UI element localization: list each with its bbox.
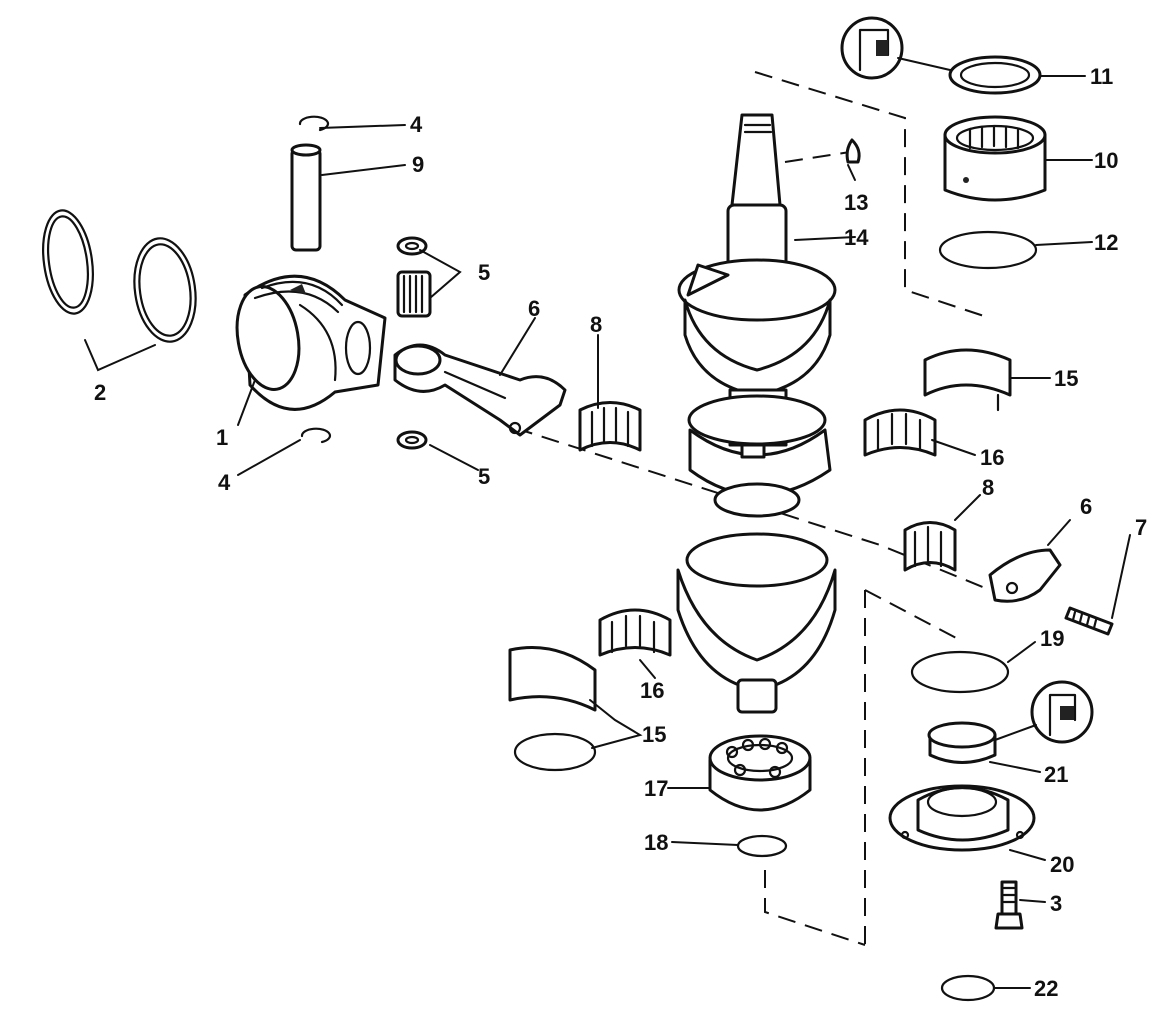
callout-1: 1: [216, 425, 228, 450]
retaining-ring: [513, 732, 597, 772]
upper-seal: [948, 55, 1042, 95]
lower-o-ring: [910, 650, 1010, 694]
woodruff-key: [845, 138, 861, 164]
callout-18: 18: [644, 830, 668, 855]
callout-5-lower: 5: [478, 464, 490, 489]
callout-22: 22: [1034, 976, 1058, 1001]
connecting-rod: [393, 343, 567, 437]
callout-8-lower: 8: [982, 475, 994, 500]
rod-cap: [988, 548, 1062, 603]
rod-bearing-upper: [578, 401, 642, 452]
callout-6-cap: 6: [1080, 494, 1092, 519]
callout-15-upper: 15: [1054, 366, 1078, 391]
callout-2: 2: [94, 380, 106, 405]
callout-3: 3: [1050, 891, 1062, 916]
callout-13: 13: [844, 190, 868, 215]
callout-10: 10: [1094, 148, 1118, 173]
lower-ball-bearing: [708, 734, 812, 812]
bottom-o-ring: [940, 974, 996, 1002]
callout-17: 17: [644, 776, 668, 801]
piston-rings: [42, 209, 197, 343]
upper-roller-bearing: [943, 115, 1047, 202]
callout-15-lower: 15: [642, 722, 666, 747]
callout-16-upper: 16: [980, 445, 1004, 470]
rod-bolt: [1064, 606, 1114, 636]
piston: [235, 274, 387, 411]
main-bearing-needle-right: [863, 408, 937, 457]
upper-o-ring: [938, 230, 1038, 270]
callout-6-rod: 6: [528, 296, 540, 321]
callout-5-upper: 5: [478, 260, 490, 285]
callout-4-upper: 4: [410, 112, 423, 137]
callout-19: 19: [1040, 626, 1064, 651]
callout-16-lower: 16: [640, 678, 664, 703]
callout-21: 21: [1044, 762, 1068, 787]
callout-20: 20: [1050, 852, 1074, 877]
callout-12: 12: [1094, 230, 1118, 255]
leader-lines: [84, 75, 1131, 989]
wrist-pin: [290, 143, 322, 252]
snap-ring: [736, 834, 788, 858]
callout-4-lower: 4: [218, 470, 231, 495]
seal-lip-icon: [840, 16, 951, 80]
lower-seal: [927, 721, 997, 764]
rod-bearing-lower: [903, 521, 957, 572]
callout-labels: 1 2 3 4 4 5 5 6 6 7 8 8 9 10 11 12 13 14…: [94, 64, 1147, 1001]
callout-7: 7: [1135, 515, 1147, 540]
callout-11: 11: [1090, 64, 1113, 89]
main-bearing-needle-left: [598, 608, 672, 657]
callout-8-upper: 8: [590, 312, 602, 337]
callout-9: 9: [412, 152, 424, 177]
housing-screw: [994, 880, 1024, 930]
lower-bearing-housing: [888, 784, 1036, 852]
assembly-dashed-lines: [514, 71, 991, 946]
crankshaft: [676, 113, 837, 714]
seal-lip-icon: [994, 680, 1094, 744]
retainer-half-upper: [923, 348, 1012, 412]
wrist-pin-bearing: [396, 236, 432, 450]
circlip-lower: [300, 427, 332, 444]
callout-14: 14: [844, 225, 869, 250]
retainer-half-lower: [508, 646, 597, 712]
